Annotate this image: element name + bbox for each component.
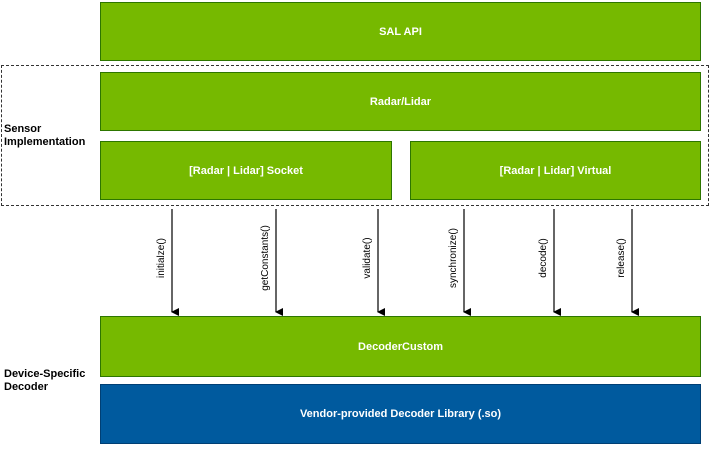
decoder-custom-label: DecoderCustom <box>358 340 443 353</box>
decoder-custom-box: DecoderCustom <box>100 316 701 377</box>
device-decoder-label: Device-Specific Decoder <box>4 368 86 393</box>
call-label: decode() <box>538 238 549 277</box>
sensor-implementation-group <box>1 65 709 206</box>
vendor-library-label: Vendor-provided Decoder Library (.so) <box>299 408 502 420</box>
call-label: getConstants() <box>260 225 271 291</box>
sal-api-label: SAL API <box>379 25 422 38</box>
virtual-label: [Radar | Lidar] Virtual <box>499 164 612 177</box>
vendor-library-box: Vendor-provided Decoder Library (.so) <box>100 384 701 444</box>
call-label: release() <box>616 238 627 277</box>
sensor-implementation-label: Sensor Implementation <box>4 123 86 148</box>
call-label: synchronize() <box>448 228 459 288</box>
socket-box: [Radar | Lidar] Socket <box>100 141 392 200</box>
radar-lidar-box: Radar/Lidar <box>100 72 701 131</box>
radar-lidar-label: Radar/Lidar <box>369 95 432 108</box>
socket-label: [Radar | Lidar] Socket <box>189 164 303 177</box>
virtual-box: [Radar | Lidar] Virtual <box>410 141 701 200</box>
sal-api-box: SAL API <box>100 2 701 61</box>
call-label: initialze() <box>156 238 167 278</box>
call-label: validate() <box>362 237 373 278</box>
